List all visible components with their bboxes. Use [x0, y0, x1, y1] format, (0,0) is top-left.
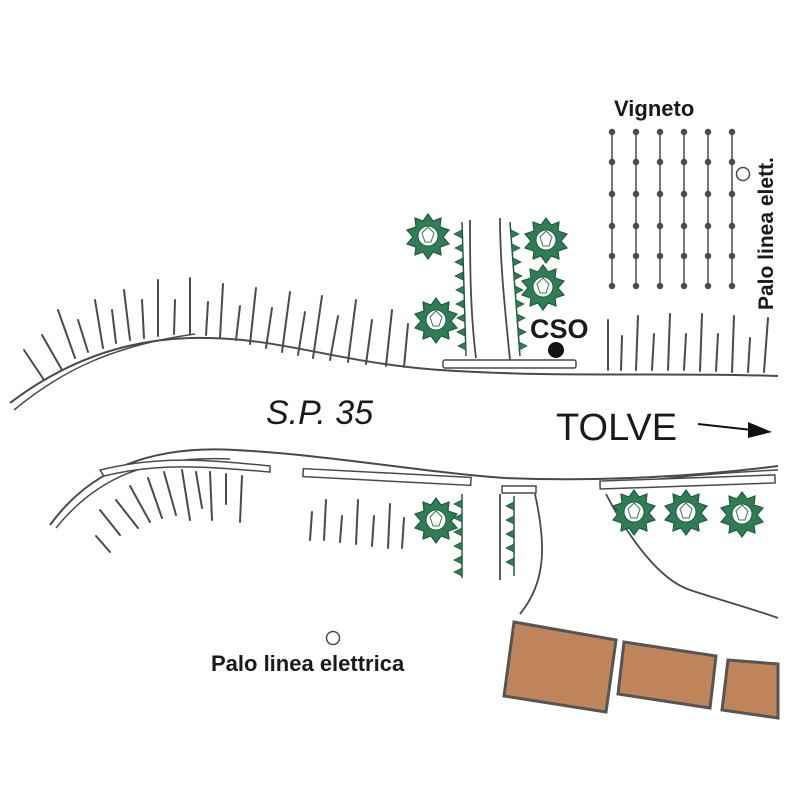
south-curve	[605, 493, 779, 619]
vine-row-icon	[680, 128, 688, 290]
curbs	[98, 359, 776, 494]
vine-row-icon	[608, 128, 616, 290]
hedges	[453, 221, 528, 578]
vine-row-icon	[632, 128, 640, 290]
road-north-edge-inner	[13, 333, 196, 411]
vine-row-icon	[704, 128, 712, 290]
curb-south-small	[501, 485, 537, 494]
curb-south-east	[599, 474, 776, 490]
curb-south-mid	[302, 467, 472, 487]
side-roads	[469, 217, 779, 619]
hedge-south-east	[505, 496, 515, 576]
vine-row-icon	[656, 128, 664, 290]
road-label: S.P. 35	[266, 394, 373, 432]
buildings	[502, 620, 780, 720]
road-south-edge	[49, 448, 779, 526]
curb-north	[442, 359, 577, 369]
north-lane-west	[469, 219, 477, 359]
embankment-north	[23, 277, 769, 381]
south-lane-east	[519, 493, 544, 615]
pole-label-bottom: Palo linea elettrica	[211, 651, 405, 676]
embankment-south	[95, 469, 405, 553]
tree-icon	[524, 217, 568, 264]
building-icon	[502, 620, 618, 714]
hedge-north-west	[453, 221, 467, 357]
vineyard-label: Vigneto	[614, 96, 694, 121]
direction-label: TOLVE	[556, 407, 677, 449]
tree-icon	[664, 489, 708, 536]
tree-icon	[720, 491, 764, 538]
vineyard	[608, 128, 736, 290]
road-south-edge-inner	[55, 457, 231, 529]
curb-south-west	[98, 459, 271, 477]
north-lane-east	[499, 217, 511, 361]
tree-icon	[521, 264, 565, 311]
utility-pole-icon	[325, 630, 341, 646]
hedge-north-east	[509, 221, 528, 357]
tree-icon	[406, 213, 450, 260]
utility-pole-icon	[735, 166, 751, 182]
building-icon	[616, 640, 718, 710]
tree-icon	[414, 297, 458, 344]
tree-icon	[612, 489, 656, 536]
direction-arrow-icon	[697, 422, 772, 438]
road-north-edge	[9, 336, 779, 404]
station-label: CSO	[530, 314, 589, 344]
hedge-south-west	[453, 494, 463, 578]
vine-row-icon	[728, 128, 736, 290]
pole-label-top: Palo linea elett.	[755, 157, 778, 310]
station-marker-icon	[548, 342, 564, 358]
tree-icon	[414, 497, 458, 544]
building-icon	[720, 658, 780, 720]
